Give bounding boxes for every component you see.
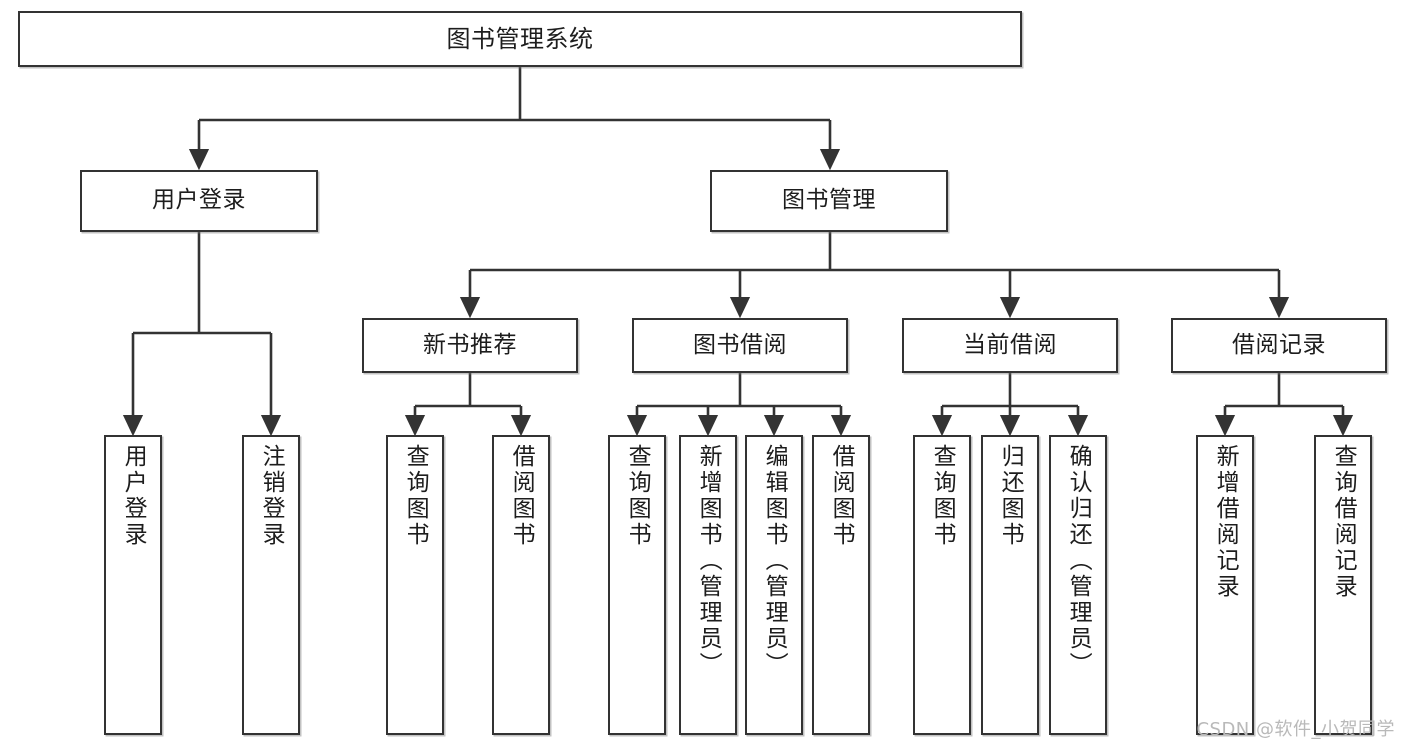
- node-label: 查询图书: [929, 444, 956, 548]
- node-new-book-recommend[interactable]: 新书推荐: [362, 318, 578, 373]
- node-label: 归还图书: [997, 444, 1024, 548]
- leaf-query-book-recommend[interactable]: 查询图书: [386, 435, 444, 735]
- node-label: 借阅记录: [1232, 331, 1326, 358]
- node-label: 借阅图书: [828, 444, 855, 548]
- node-borrow-record[interactable]: 借阅记录: [1171, 318, 1387, 373]
- node-label: 借阅图书: [508, 444, 535, 548]
- node-label: 新增借阅记录: [1212, 444, 1239, 600]
- node-label: 用户登录: [152, 187, 246, 214]
- leaf-query-book-borrow[interactable]: 查询图书: [608, 435, 666, 735]
- node-label: 图书借阅: [693, 331, 787, 358]
- node-label: 新增图书（管理员）: [695, 444, 722, 678]
- node-book-borrow[interactable]: 图书借阅: [632, 318, 848, 373]
- node-label: 当前借阅: [963, 331, 1057, 358]
- node-current-borrow[interactable]: 当前借阅: [902, 318, 1118, 373]
- leaf-user-login[interactable]: 用户登录: [104, 435, 162, 735]
- node-user-login[interactable]: 用户登录: [80, 170, 318, 232]
- node-label: 查询借阅记录: [1330, 444, 1357, 600]
- node-label: 确认归还（管理员）: [1065, 444, 1092, 678]
- leaf-return-book[interactable]: 归还图书: [981, 435, 1039, 735]
- node-label: 图书管理: [782, 187, 876, 214]
- node-label: 查询图书: [624, 444, 651, 548]
- leaf-query-borrow-record[interactable]: 查询借阅记录: [1314, 435, 1372, 735]
- leaf-add-borrow-record[interactable]: 新增借阅记录: [1196, 435, 1254, 735]
- node-label: 注销登录: [258, 444, 285, 548]
- node-label: 新书推荐: [423, 331, 517, 358]
- leaf-borrow-book[interactable]: 借阅图书: [812, 435, 870, 735]
- node-book-management[interactable]: 图书管理: [710, 170, 948, 232]
- node-label: 查询图书: [402, 444, 429, 548]
- node-label: 用户登录: [120, 444, 147, 548]
- leaf-query-book-current[interactable]: 查询图书: [913, 435, 971, 735]
- node-root[interactable]: 图书管理系统: [18, 11, 1022, 67]
- node-label: 编辑图书（管理员）: [761, 444, 788, 678]
- leaf-edit-book-admin[interactable]: 编辑图书（管理员）: [745, 435, 803, 735]
- leaf-confirm-return-admin[interactable]: 确认归还（管理员）: [1049, 435, 1107, 735]
- leaf-logout[interactable]: 注销登录: [242, 435, 300, 735]
- watermark: CSDN @软件_小贺同学: [1196, 719, 1395, 740]
- leaf-borrow-book-recommend[interactable]: 借阅图书: [492, 435, 550, 735]
- leaf-add-book-admin[interactable]: 新增图书（管理员）: [679, 435, 737, 735]
- node-label: 图书管理系统: [446, 24, 594, 53]
